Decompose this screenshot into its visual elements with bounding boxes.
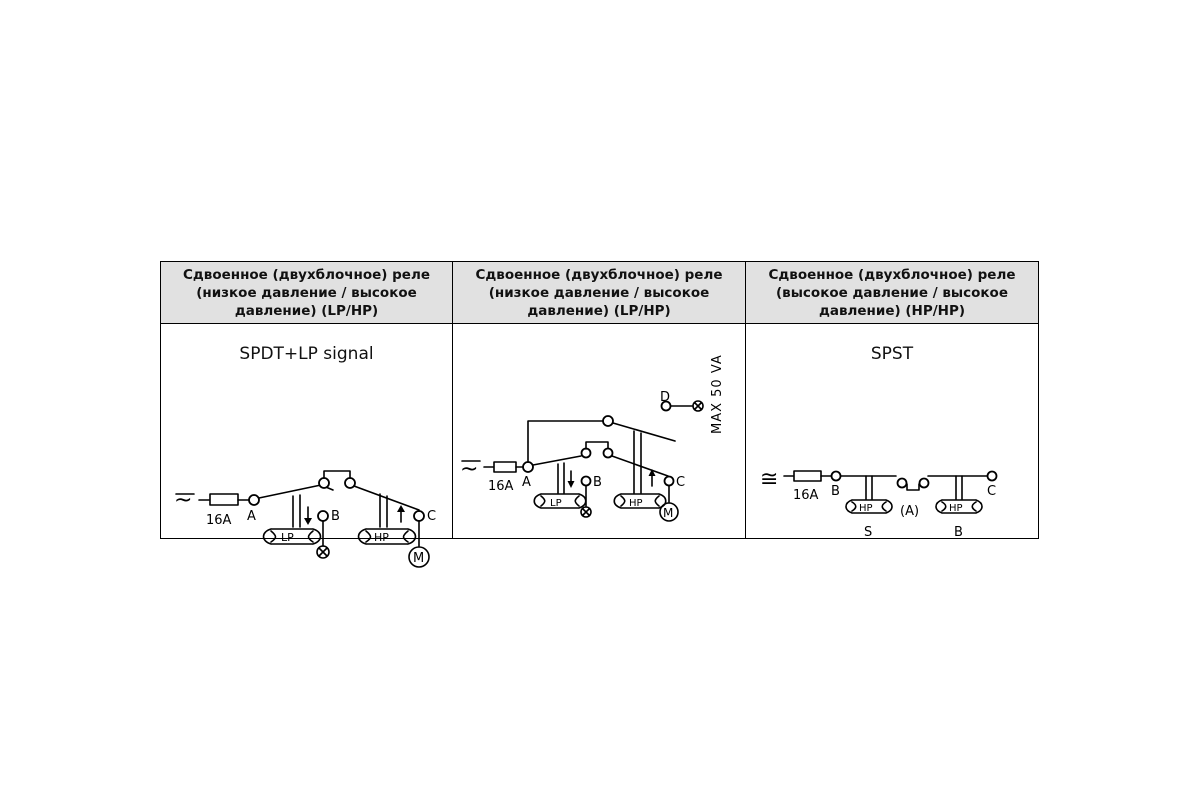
signal-link-wire (527, 420, 604, 463)
motor-label: M (413, 551, 424, 566)
terminal-icon (830, 470, 842, 482)
terminal-icon (413, 510, 425, 522)
lamp-icon (692, 400, 704, 412)
contact-icon (602, 447, 614, 459)
terminal-c-label: C (676, 475, 685, 490)
col1-subtitle: SPDT+LP signal (239, 344, 374, 364)
relay-spec-table: Сдвоенное (двухблочное) реле (низкое дав… (160, 261, 1039, 568)
terminal-icon (522, 461, 534, 473)
fuse-icon (493, 461, 517, 473)
contact-icon (896, 477, 908, 489)
lp-arrowhead (304, 518, 312, 525)
fuse-label: 16A (793, 488, 819, 503)
motor-icon (408, 546, 430, 568)
contact-bridge (323, 470, 351, 479)
diagram-row: SPDT+LP signal ~ 16A A (160, 323, 1039, 568)
terminal-b-label: B (593, 475, 602, 490)
switch-lever-2 (611, 455, 669, 477)
terminal-icon (248, 494, 260, 506)
contact-icon (318, 477, 330, 489)
motor-label: M (663, 506, 673, 520)
signal-lever (612, 422, 676, 442)
hp-arrowhead (648, 469, 656, 476)
hp-arrowhead (397, 505, 405, 512)
terminal-c-label: C (427, 509, 436, 524)
switch-lever (532, 455, 582, 466)
bellows-icon (262, 528, 322, 545)
fuse-icon (793, 470, 822, 482)
bellows-icon (935, 499, 983, 514)
col2-header: Сдвоенное (двухблочное) реле (низкое дав… (452, 261, 746, 324)
col3-header: Сдвоенное (двухблочное) реле (высокое да… (745, 261, 1039, 324)
ac-supply-symbol: ~ (174, 488, 192, 513)
lamp-cross (581, 507, 591, 517)
col1-wiring-diagram: ~ 16A A (174, 470, 436, 568)
bellows-icon (845, 499, 893, 514)
contact-bridge (585, 441, 609, 450)
hp-label: HP (374, 531, 389, 544)
contact-icon (602, 415, 614, 427)
contact-bridge (906, 483, 920, 491)
col2-diagram-cell: ~ 16A A (452, 323, 746, 539)
col3-subtitle: SPST (870, 344, 914, 364)
terminal-icon (580, 475, 592, 487)
lamp-icon (580, 506, 592, 518)
contact-icon (918, 477, 930, 489)
hp-b-label: HP (949, 503, 963, 514)
col1-diagram-cell: SPDT+LP signal ~ 16A A (160, 323, 453, 568)
bellows-icon (613, 493, 667, 509)
col1-header: Сдвоенное (двухблочное) реле (низкое дав… (160, 261, 453, 324)
acdc-supply-symbol: ≅ (760, 467, 778, 492)
rating-label: MAX 50 VA (710, 354, 725, 434)
terminal-icon (317, 510, 329, 522)
terminal-d-label: D (660, 390, 670, 405)
lp-label: LP (550, 498, 562, 509)
lamp-cross (693, 401, 703, 411)
terminal-b-label: B (831, 484, 840, 499)
lamp-cross (318, 547, 328, 557)
ac-supply-symbol: ~ (460, 457, 478, 482)
contact-icon (580, 447, 592, 459)
terminal-b-label: B (331, 509, 340, 524)
terminal-c-label: C (987, 484, 996, 499)
bellows-icon (357, 528, 417, 545)
motor-icon (659, 502, 679, 522)
fuse-label: 16A (488, 479, 514, 494)
terminal-a-label: A (522, 475, 531, 490)
header-row: Сдвоенное (двухблочное) реле (низкое дав… (160, 261, 1039, 324)
bellows-b-label: B (954, 525, 963, 540)
lp-arrowhead (567, 481, 575, 488)
hp-s-label: HP (859, 503, 873, 514)
contact-icon (344, 477, 356, 489)
col2-wiring-diagram: ~ 16A A (460, 354, 725, 522)
fuse-label: 16A (206, 513, 232, 528)
lp-label: LP (281, 531, 294, 544)
col3-diagram-cell: SPST ≅ 16A B (745, 323, 1039, 540)
terminal-a-label: (A) (900, 504, 919, 519)
fuse-icon (209, 493, 239, 506)
terminal-icon (986, 470, 998, 482)
col3-wiring-diagram: ≅ 16A B HP S (760, 467, 998, 540)
terminal-icon (663, 475, 675, 487)
terminal-a-label: A (247, 509, 256, 524)
lamp-icon (316, 545, 330, 559)
hp-label: HP (629, 498, 643, 509)
bellows-s-label: S (864, 525, 872, 540)
